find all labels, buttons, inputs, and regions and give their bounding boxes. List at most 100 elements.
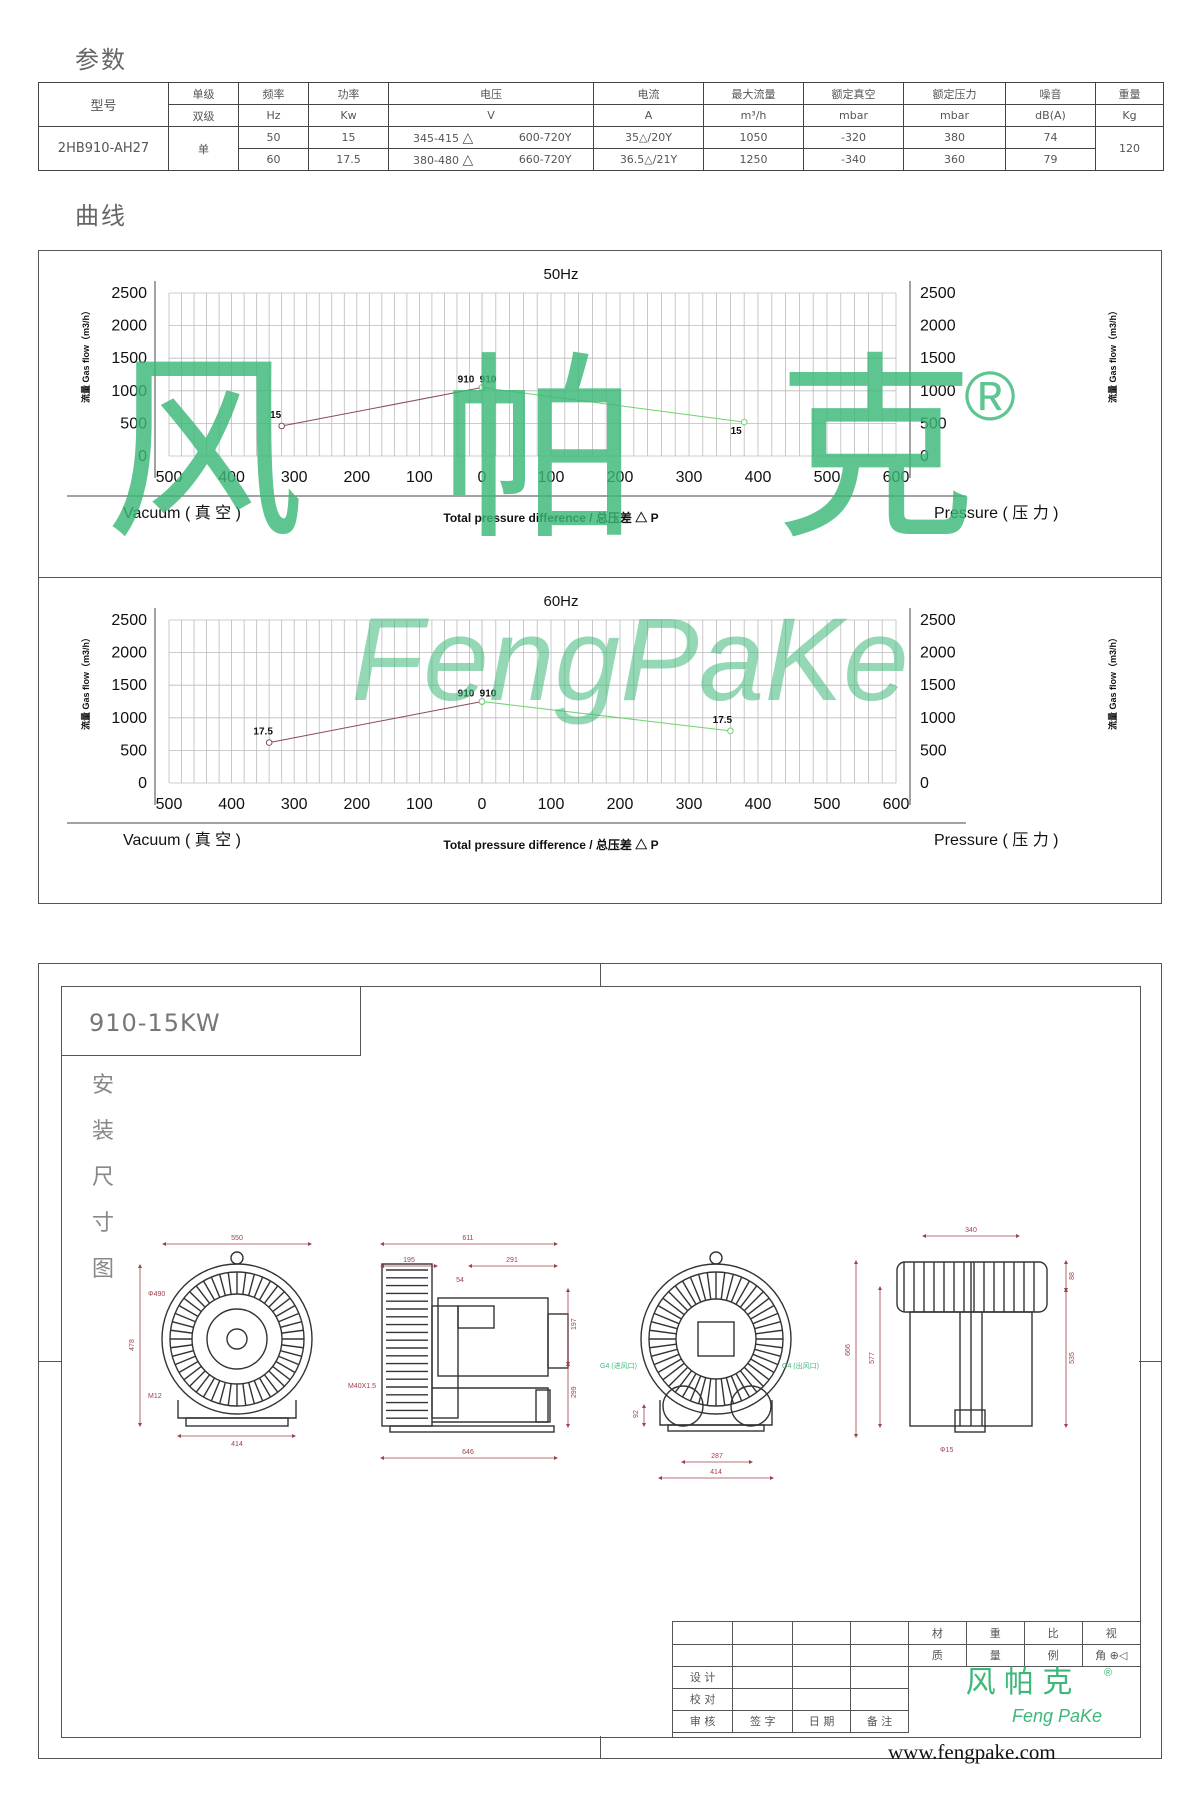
data-point (727, 727, 734, 735)
series-line-vacuum (281, 387, 483, 427)
x-tick-label: 200 (607, 469, 634, 486)
x-tick-label: 100 (406, 469, 433, 486)
dim-label: 646 (462, 1449, 474, 1456)
title-block-logo: 风 帕 克 ® Feng PaKe (909, 1658, 1140, 1728)
series-line-pressure (481, 387, 745, 423)
data-point (478, 698, 486, 705)
dim-label: 666 (845, 1344, 852, 1356)
drawing-title-box: 910-15KW (62, 987, 361, 1056)
tb-sign: 签 字 (732, 1709, 794, 1733)
x-tick-label: 500 (814, 796, 841, 813)
vacuum-value: -340 (803, 148, 904, 171)
voltage-y-value: 660-720Y (497, 148, 595, 171)
drawing-title: 910-15KW (89, 1009, 221, 1037)
x-tick-label: 300 (281, 796, 308, 813)
y-tick-label: 500 (920, 415, 947, 432)
watermark: 风 帕 克 ® FengPaKe (104, 340, 1016, 726)
series-line-vacuum (269, 701, 483, 744)
dim-label: 414 (710, 1469, 722, 1476)
y-tick-label: 2000 (111, 318, 147, 335)
dim-label: M40X1.5 (348, 1383, 376, 1390)
x-tick-label: 400 (218, 469, 245, 486)
data-label: 15 (731, 426, 743, 437)
dim-label: M12 (148, 1393, 162, 1400)
data-label: 910 (458, 375, 475, 386)
rear-view-dims: G4 (进风口) G4 (出风口) 92 287 414 (600, 1361, 819, 1480)
rear-view (640, 1251, 792, 1432)
dim-label: 611 (462, 1235, 473, 1242)
y-axis-label-left: 流量 Gas flow（m3/h） (80, 306, 91, 403)
data-label: 910 (458, 689, 475, 700)
y-tick-label: 2000 (111, 645, 147, 662)
header-noise: 噪音 (1005, 82, 1096, 105)
website-link[interactable]: www.fengpake.com (888, 1740, 1056, 1764)
data-label: 910 (480, 375, 497, 386)
data-label: 910 (480, 689, 497, 700)
dim-label: 299 (571, 1386, 578, 1398)
x-tick-label: 400 (745, 469, 772, 486)
watermark-cn: 风 帕 克 (104, 340, 1015, 563)
x-tick-label: 300 (676, 469, 703, 486)
dim-label: 88 (1069, 1272, 1076, 1280)
chart-title: 60Hz (543, 593, 578, 610)
y-tick-label: 2500 (111, 612, 147, 629)
dim-label: 535 (1069, 1352, 1076, 1364)
x-tick-label: 300 (676, 796, 703, 813)
x-tick-label: 500 (156, 469, 183, 486)
y-tick-label: 0 (920, 448, 929, 465)
pressure-label: Pressure ( 压 力 ) (934, 504, 1058, 522)
header-weight: 重量 (1095, 82, 1164, 105)
y-tick-label: 500 (920, 742, 947, 759)
data-point (265, 739, 273, 746)
dim-label: G4 (进风口) (600, 1362, 637, 1370)
dim-label: 54 (456, 1277, 464, 1284)
tb-date: 日 期 (792, 1709, 852, 1733)
delta-icon: △ (462, 151, 474, 168)
unit-pressure: mbar (903, 104, 1006, 127)
data-label: 15 (270, 410, 282, 421)
header-model: 型号 (38, 82, 169, 127)
dim-label: 478 (129, 1339, 136, 1351)
dim-label: 195 (403, 1257, 415, 1264)
y-tick-label: 1000 (920, 710, 956, 727)
y-tick-label: 2500 (920, 612, 956, 629)
unit-max-flow: m³/h (703, 104, 804, 127)
logo-en: Feng PaKe (1012, 1706, 1102, 1726)
curves-title: 曲线 (75, 202, 127, 230)
y-tick-label: 1500 (111, 677, 147, 694)
dim-label: G4 (出风口) (782, 1361, 819, 1370)
x-tick-label: 600 (883, 469, 910, 486)
dim-label: 197 (571, 1318, 578, 1330)
x-tick-label: 500 (156, 796, 183, 813)
x-tick-label: 200 (343, 469, 370, 486)
header-max-flow: 最大流量 (703, 82, 804, 105)
data-point (740, 418, 748, 426)
weight-value: 120 (1095, 126, 1164, 171)
install-label: 安装尺寸图 (91, 1073, 114, 1282)
registered-icon: ® (964, 357, 1016, 435)
data-point (478, 384, 486, 391)
y-axis-label-left: 流量 Gas flow（m3/h） (80, 633, 91, 730)
dim-label: 291 (506, 1257, 518, 1264)
x-tick-label: 100 (538, 469, 565, 486)
header-rated-pressure: 额定压力 (903, 82, 1006, 105)
watermark-en: FengPaKe (351, 594, 909, 726)
stage-value: 单 (168, 126, 239, 171)
unit-noise: dB(A) (1005, 104, 1096, 127)
spec-table: 型号 单级 频率 功率 电压 电流 最大流量 额定真空 额定压力 噪音 重量 双… (38, 82, 1164, 171)
title-block-table: 材 重 比 视 质 量 例 角 ⊕◁ 设 计 (673, 1622, 1140, 1733)
chart-grid (168, 292, 897, 457)
y-tick-label: 2500 (111, 285, 147, 302)
x-tick-label: 400 (745, 796, 772, 813)
front-view-dims: 550 478 Φ490 M12 414 (129, 1235, 312, 1448)
y-tick-label: 1000 (920, 383, 956, 400)
y-tick-label: 1000 (111, 383, 147, 400)
data-label: 17.5 (713, 715, 733, 726)
tb-remark: 备 注 (850, 1709, 909, 1733)
top-view (896, 1261, 1048, 1433)
y-tick-label: 2500 (920, 285, 956, 302)
y-tick-label: 1500 (111, 350, 147, 367)
